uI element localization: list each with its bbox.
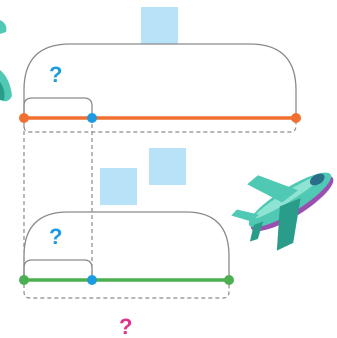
bottom-partial-question-mark: ?: [49, 224, 62, 249]
bottom-total-bracket: [23, 211, 230, 276]
top-under-bracket: [23, 120, 297, 133]
top-segment-end-point: [291, 113, 301, 123]
top-partial-bracket: [23, 97, 93, 114]
top-partial-question-mark: ?: [49, 62, 62, 87]
top-answer-box: [141, 7, 178, 44]
middle-box-left: [100, 168, 137, 205]
bottom-split-point: [87, 275, 97, 285]
middle-box-right: [149, 148, 186, 185]
top-split-point: [87, 113, 97, 123]
airplane-partial-icon: [0, 20, 12, 102]
top-segment-start-point: [19, 113, 29, 123]
bottom-total-question-mark: ?: [119, 314, 132, 338]
top-total-bracket: [23, 43, 297, 114]
bottom-under-bracket: [23, 284, 230, 299]
bottom-segment-start-point: [19, 275, 29, 285]
airplane-icon: [231, 172, 334, 251]
bottom-partial-bracket: [23, 259, 93, 276]
bottom-segment-end-point: [224, 275, 234, 285]
